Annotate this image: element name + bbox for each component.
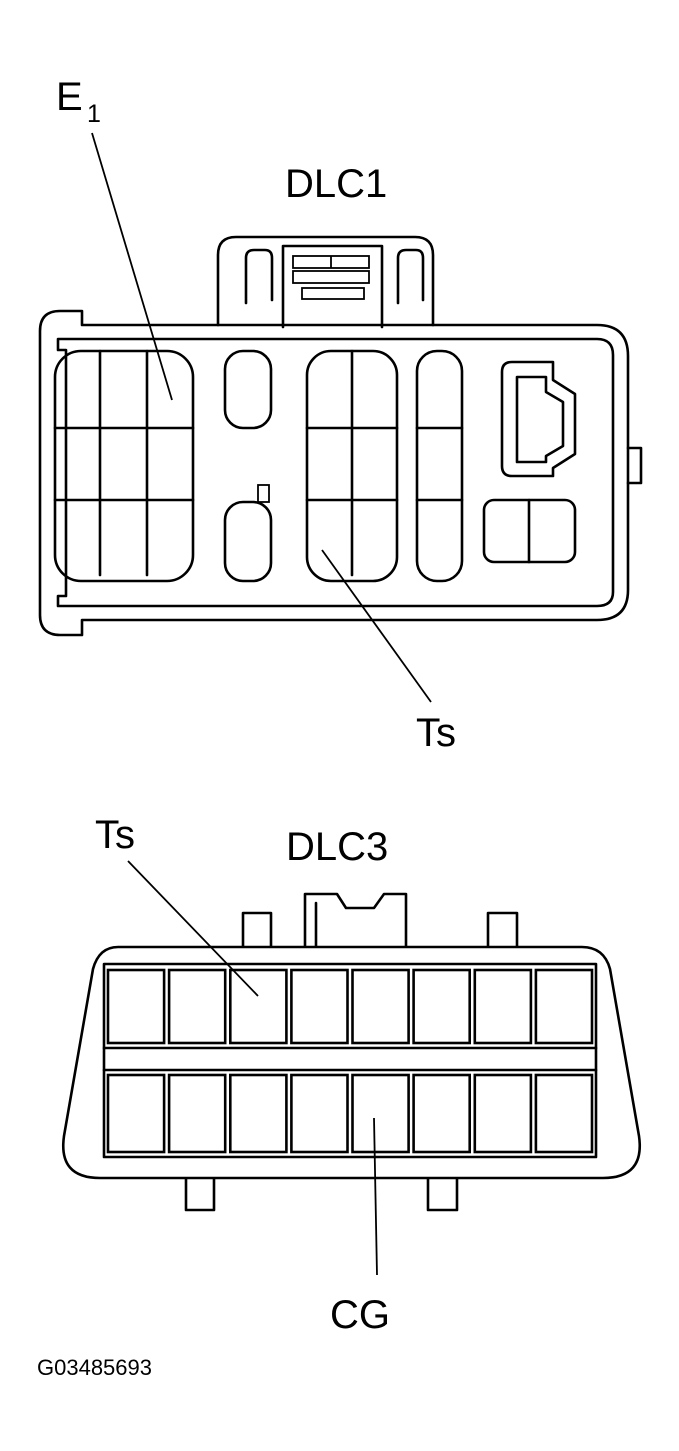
dlc3-cg-label: CG xyxy=(330,1293,390,1337)
dlc3-bottom-terminal-6 xyxy=(412,1073,472,1154)
dlc3-top-terminal-4 xyxy=(290,968,349,1045)
dlc3-ts-leader-line xyxy=(127,860,259,997)
dlc1-connector xyxy=(38,235,643,637)
dlc3-top-terminal-2 xyxy=(167,968,227,1045)
dlc3-bottom-terminal-1 xyxy=(106,1073,166,1154)
dlc3-top-terminal-7 xyxy=(473,968,533,1045)
dlc1-e1-label: E xyxy=(56,75,83,119)
dlc1-e1-leader-line xyxy=(91,132,173,401)
dlc3-bottom-terminal-5 xyxy=(351,1073,410,1154)
dlc1-ts-leader-line xyxy=(321,549,432,703)
dlc1-title: DLC1 xyxy=(285,162,387,206)
figure-code: G03485693 xyxy=(37,1355,152,1380)
dlc3-bottom-terminal-3 xyxy=(229,1073,288,1154)
dlc3-top-terminal-6 xyxy=(412,968,472,1045)
dlc3-bottom-terminal-8 xyxy=(534,1073,594,1154)
dlc3-top-terminal-5 xyxy=(351,968,410,1045)
dlc3-bottom-terminal-4 xyxy=(290,1073,349,1154)
dlc1-e1-subscript: 1 xyxy=(87,100,101,128)
dlc3-connector xyxy=(61,892,642,1212)
dlc3-ts-label: Ts xyxy=(95,813,135,857)
dlc3-terminal-grid xyxy=(106,968,594,1154)
dlc3-bottom-terminal-2 xyxy=(167,1073,227,1154)
dlc3-top-terminal-8 xyxy=(534,968,594,1045)
dlc3-cg-leader-line xyxy=(373,1117,378,1276)
dlc3-title: DLC3 xyxy=(286,825,388,869)
dlc1-ts-label: Ts xyxy=(416,711,456,755)
dlc3-top-terminal-1 xyxy=(106,968,166,1045)
dlc3-bottom-terminal-7 xyxy=(473,1073,533,1154)
dlc3-top-terminal-3 xyxy=(229,968,288,1045)
